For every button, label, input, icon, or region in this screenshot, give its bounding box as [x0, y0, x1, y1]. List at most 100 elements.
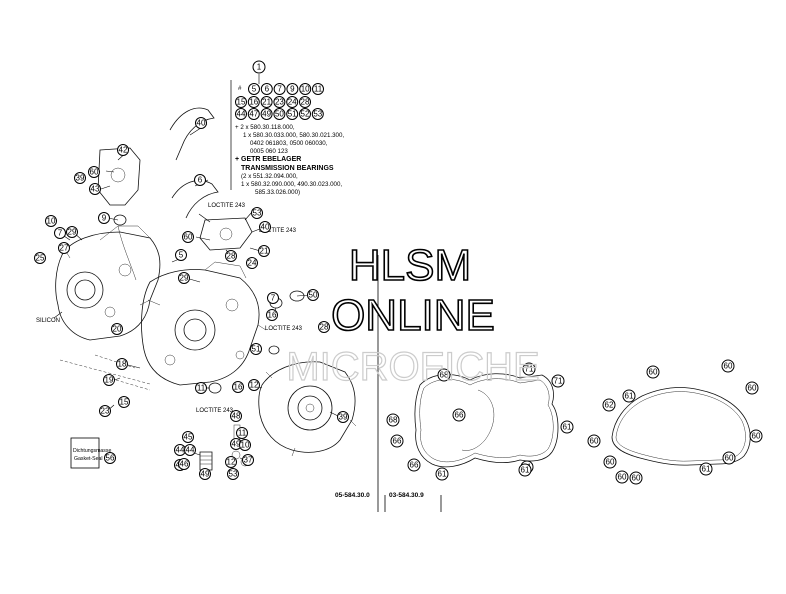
callout-left: 53: [251, 207, 263, 219]
callout-left-number: 5: [179, 251, 184, 260]
callout-left-number: 60: [90, 168, 99, 177]
legend-callout-number: 23: [275, 98, 284, 107]
callout-left: 27: [58, 242, 70, 254]
callout-left: 28: [318, 321, 330, 333]
legend-note1-line1: + 2 x 580.30.118.000,: [235, 124, 295, 131]
callout-left: 51: [250, 343, 262, 355]
watermark-line3: MICROFICHE: [286, 345, 539, 389]
callout-left-number: 7: [271, 294, 276, 303]
legend-callout: 50: [273, 108, 286, 120]
loctite-label-mid: LOCTITE 243: [259, 228, 297, 234]
callout-left-number: 6: [198, 176, 203, 185]
callout-left: 44: [184, 444, 196, 456]
callout-left: 16: [232, 381, 244, 393]
sealant-line2: Gasket-Seal: [74, 456, 103, 462]
callout-middle: 71: [522, 362, 536, 376]
callout-left: 23: [99, 405, 111, 417]
callout-left-number: 23: [101, 407, 110, 416]
legend-callout: 16: [247, 96, 260, 108]
callout-left-number: 27: [60, 244, 69, 253]
callout-left-number: 15: [120, 398, 129, 407]
loctite-label-top: LOCTITE 243: [208, 203, 246, 209]
callout-left-number: 42: [119, 146, 128, 155]
callout-left: 29: [66, 226, 78, 238]
callout-middle-number: 71: [554, 377, 563, 386]
legend-callout-number: 10: [301, 85, 310, 94]
callout-middle: 66: [452, 408, 466, 422]
svg-text:1: 1: [257, 63, 262, 72]
legend-callout-number: 49: [262, 110, 271, 119]
silicon-label: SILICON: [36, 318, 60, 324]
callout-right: 60: [721, 359, 735, 373]
watermark-line2: ONLINE: [331, 291, 495, 340]
callout-left: 44: [174, 444, 186, 456]
callout-middle-number: 66: [393, 437, 402, 446]
callout-left-number: 29: [180, 274, 189, 283]
callout-left-number: 7: [58, 229, 63, 238]
legend-callout: 15: [235, 96, 247, 108]
legend-callout-number: 21: [262, 98, 271, 107]
loctite-label-small: LOCTITE 243: [265, 326, 303, 332]
callout-left-number: 28: [320, 323, 329, 332]
callout-left: 49: [199, 468, 211, 480]
legend-callout: 52: [299, 108, 311, 120]
callout-right-number: 60: [748, 384, 757, 393]
callout-left-number: 10: [241, 441, 250, 450]
callout-left: 16: [266, 309, 278, 321]
legend-callout: 5: [248, 83, 260, 95]
callout-right-number: 61: [702, 465, 711, 474]
legend-callout-number: 47: [249, 110, 258, 119]
callout-right-number: 62: [605, 401, 614, 410]
callout-left-number: 49: [232, 440, 241, 449]
callout-left-number: 50: [309, 291, 318, 300]
callout-left-number: 40: [197, 119, 206, 128]
legend-callout: 6: [260, 83, 273, 95]
callout-right: 61: [699, 462, 713, 476]
loctite-label-bottom: LOCTITE 243: [196, 408, 234, 414]
ref-right: 03-584.30.9: [389, 492, 424, 499]
ref-left: 05-584.30.0: [335, 492, 370, 499]
callout-left: 45: [182, 431, 194, 443]
callout-left: 7: [267, 292, 279, 304]
callout-left: 24: [246, 257, 258, 269]
callout-left: 20: [111, 323, 123, 335]
callout-left-number: 37: [244, 456, 253, 465]
legend-callout-number: 7: [277, 85, 282, 94]
callout-left: 43: [89, 183, 101, 195]
callout-left-number: 21: [260, 247, 269, 256]
callout-left: 10: [239, 439, 251, 451]
callout-right-number: 60: [632, 474, 641, 483]
callout-right: 60: [587, 434, 601, 448]
callout-middle: 61: [518, 463, 532, 477]
callout-right: 60: [615, 470, 629, 484]
callout-left-number: 39: [76, 174, 85, 183]
callout-left-number: 19: [105, 376, 114, 385]
legend-callout-number: 44: [237, 110, 246, 119]
callout-left-number: 39: [339, 413, 348, 422]
callout-right-number: 60: [725, 454, 734, 463]
callout-middle: 61: [560, 420, 574, 434]
callout-right-number: 60: [724, 362, 733, 371]
callout-middle-number: 66: [410, 461, 419, 470]
legend-note1-line3: 0402 061803, 0500 060030,: [250, 140, 328, 147]
callout-left-number: 11: [238, 429, 247, 438]
callout-left: 40: [259, 221, 271, 233]
callout-right-number: 60: [606, 458, 615, 467]
callout-left-number: 18: [118, 360, 127, 369]
callout-middle: 66: [390, 434, 404, 448]
callout-left-number: 16: [234, 383, 243, 392]
callout-middle-number: 61: [521, 466, 530, 475]
legend-callout-number: 53: [313, 110, 322, 119]
legend-note1-line4: 0005 060 123: [250, 148, 288, 155]
callout-left-number: 20: [113, 325, 122, 334]
legend-callout: 53: [311, 108, 324, 120]
callout-left: 15: [118, 396, 130, 408]
legend-callout: 7: [273, 83, 286, 95]
legend-callout: 11: [312, 83, 324, 95]
callout-left: 11: [236, 427, 248, 439]
callout-left-number: 16: [268, 311, 277, 320]
callout-left: 11: [195, 382, 207, 394]
